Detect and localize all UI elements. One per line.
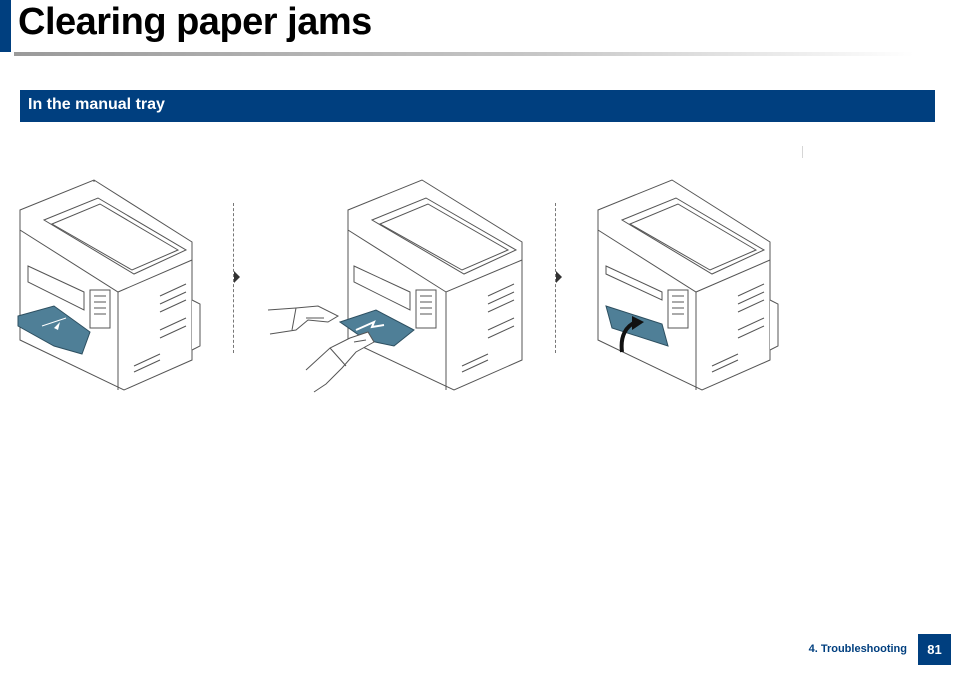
footer-chapter: 4. Troubleshooting: [808, 643, 907, 655]
hands-pulling-paper-icon: [267, 179, 523, 393]
step-arrow-1: [234, 271, 240, 283]
instruction-steps: [0, 170, 954, 400]
page-number: 81: [918, 634, 951, 665]
section-header: In the manual tray: [20, 90, 935, 122]
step-arrow-2: [556, 271, 562, 283]
printer-tray-open-icon: [17, 179, 201, 391]
section-title: In the manual tray: [28, 96, 165, 113]
divider-tick: [802, 146, 803, 158]
title-accent-bar: [0, 0, 11, 52]
step-open-manual-tray: [14, 170, 214, 400]
title-divider: [14, 52, 914, 56]
step-close-manual-tray: [592, 170, 792, 400]
step-separator-2: [555, 203, 556, 353]
page-title: Clearing paper jams: [18, 1, 372, 43]
step-pull-out-jammed-paper: [266, 170, 536, 400]
step-separator-1: [233, 203, 234, 353]
printer-tray-close-icon: [597, 179, 779, 391]
